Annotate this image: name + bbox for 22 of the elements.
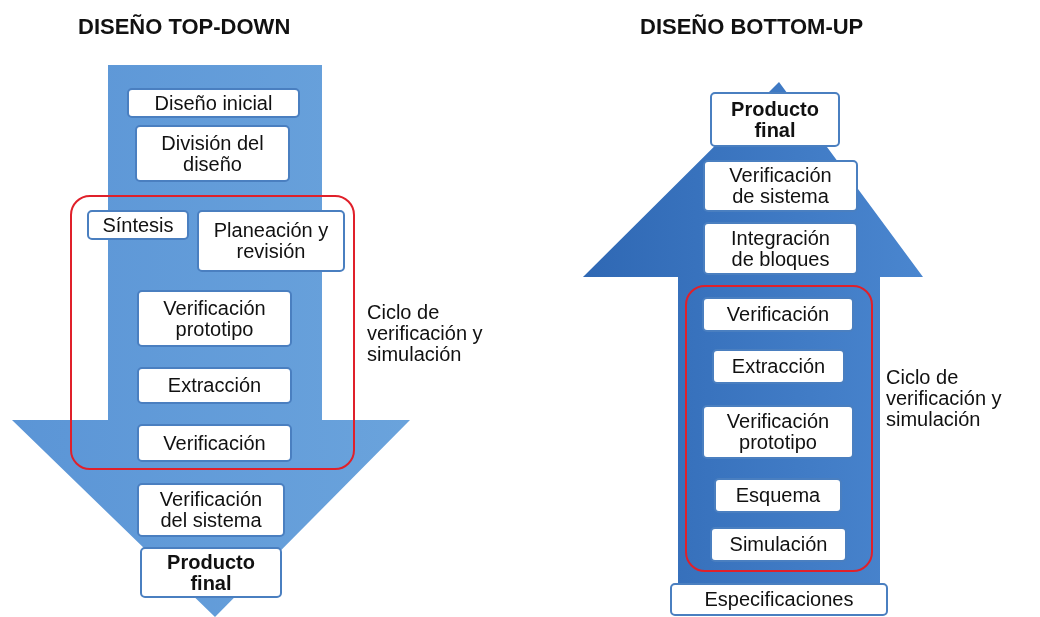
step-box: Verificación prototipo bbox=[137, 290, 292, 347]
step-box: Producto final bbox=[140, 547, 282, 598]
step-box: Simulación bbox=[710, 527, 847, 562]
section-heading: DISEÑO BOTTOM-UP bbox=[640, 14, 864, 40]
step-box: Especificaciones bbox=[670, 583, 888, 616]
step-box: Verificación prototipo bbox=[702, 405, 854, 459]
step-box: Verificación bbox=[702, 297, 854, 332]
step-box: Integración de bloques bbox=[703, 222, 858, 275]
step-box: Esquema bbox=[714, 478, 842, 513]
step-box: Síntesis bbox=[87, 210, 189, 240]
step-box: Diseño inicial bbox=[127, 88, 300, 118]
step-box: Verificación del sistema bbox=[137, 483, 285, 537]
section-heading: DISEÑO TOP-DOWN bbox=[78, 14, 291, 40]
step-box: División del diseño bbox=[135, 125, 290, 182]
step-box: Extracción bbox=[712, 349, 845, 384]
cycle-label: Ciclo de verificación y simulación bbox=[886, 367, 1003, 430]
step-box: Producto final bbox=[710, 92, 840, 147]
step-box: Planeación y revisión bbox=[197, 210, 345, 272]
step-box: Verificación bbox=[137, 424, 292, 462]
step-box: Extracción bbox=[137, 367, 292, 404]
cycle-label: Ciclo de verificación y simulación bbox=[367, 302, 484, 365]
step-box: Verificación de sistema bbox=[703, 160, 858, 212]
